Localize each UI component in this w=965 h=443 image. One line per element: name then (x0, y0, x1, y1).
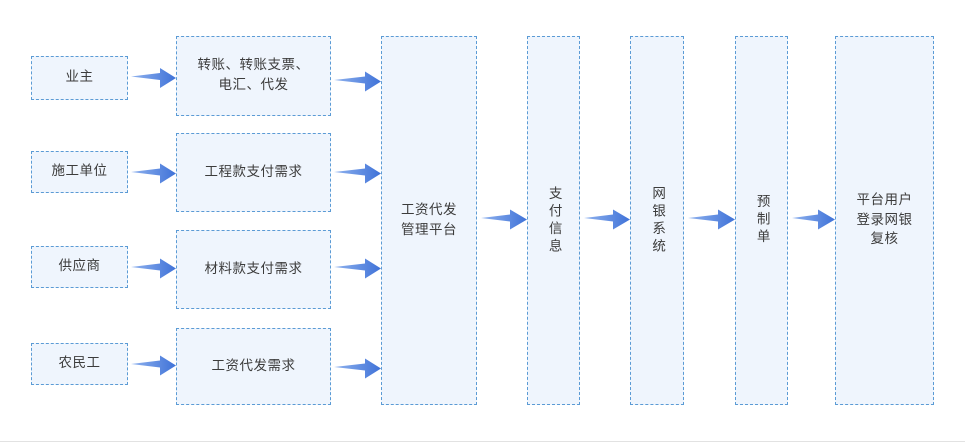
node-pipeline-platform[interactable]: 工资代发 管理平台 (381, 36, 477, 405)
arrow-prefab-order-to-platform-user-review (792, 209, 835, 230)
node-pipeline-prefab-order[interactable]: 预制单 (735, 36, 788, 405)
arrow-supplier-to-material-payment (131, 258, 176, 279)
arrow-owner-to-transfer-methods (131, 68, 176, 88)
arrow-project-payment-to-platform (334, 163, 381, 184)
node-pipeline-platform-user-review[interactable]: 平台用户 登录网银 复核 (835, 36, 934, 405)
arrow-material-payment-to-platform (334, 258, 381, 279)
arrow-platform-to-payment-info (481, 209, 527, 230)
node-actor-worker[interactable]: 农民工 (31, 343, 128, 385)
arrow-contractor-to-project-payment (131, 163, 176, 184)
arrow-worker-to-wage-payment (131, 355, 176, 376)
node-demand-material-payment[interactable]: 材料款支付需求 (176, 230, 331, 309)
arrow-transfer-methods-to-platform (334, 71, 381, 92)
arrow-ebank-system-to-prefab-order (688, 209, 735, 230)
node-demand-transfer-methods[interactable]: 转账、转账支票、 电汇、代发 (176, 36, 331, 116)
node-demand-project-payment[interactable]: 工程款支付需求 (176, 133, 331, 212)
node-demand-wage-payment[interactable]: 工资代发需求 (176, 328, 331, 405)
node-actor-contractor[interactable]: 施工单位 (31, 151, 128, 193)
bottom-divider (0, 441, 965, 442)
node-pipeline-payment-info[interactable]: 支付信息 (527, 36, 580, 405)
node-actor-supplier[interactable]: 供应商 (31, 246, 128, 288)
arrow-wage-payment-to-platform (334, 358, 381, 379)
arrow-payment-info-to-ebank-system (584, 209, 630, 230)
node-actor-owner[interactable]: 业主 (31, 56, 128, 100)
node-pipeline-ebank-system[interactable]: 网银系统 (630, 36, 684, 405)
